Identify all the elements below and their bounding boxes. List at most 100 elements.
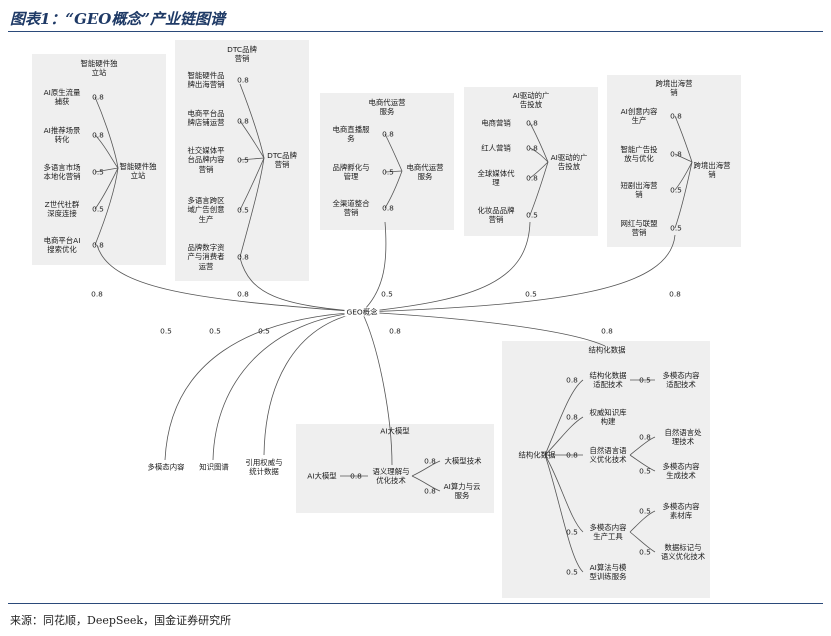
node-structured-mid-3: 自然语言语 义优化技术 xyxy=(589,445,627,464)
node-structured-subleaf-4: 多模态内容 素材库 xyxy=(662,501,700,520)
weight-label: 0.5 xyxy=(382,167,394,177)
node-smart-hardware-leaf-2: AI推荐场景 转化 xyxy=(43,125,81,144)
weight-label: 0.5 xyxy=(639,466,651,476)
weight-label: 0.5 xyxy=(209,326,221,336)
node-cross-border-hub: 跨境出海营 销 xyxy=(693,160,731,179)
node-ai-model-leaf-2: AI算力与云 服务 xyxy=(443,481,481,500)
node-smart-hardware-leaf-5: 电商平台AI 搜索优化 xyxy=(43,235,81,254)
node-structured-subleaf-2: 自然语言处 理技术 xyxy=(664,427,702,446)
weight-label: 0.5 xyxy=(160,326,172,336)
edge-root-ai-ads xyxy=(361,221,531,313)
group-box-ai-model xyxy=(296,424,494,513)
group-box-smart-hardware xyxy=(32,54,166,265)
node-dtc-hub: DTC品牌 营销 xyxy=(267,150,297,169)
weight-label: 0.8 xyxy=(92,92,104,102)
weight-label: 0.8 xyxy=(601,326,613,336)
node-knowledge-graph: 知识图谱 xyxy=(199,462,229,472)
group-title-smart-hardware: 智能硬件独 立站 xyxy=(80,58,118,77)
weight-label: 0.8 xyxy=(566,375,578,385)
node-structured-subleaf-3: 多模态内容 生成技术 xyxy=(662,461,700,480)
node-dtc-leaf-3: 社交媒体平 台品牌内容 营销 xyxy=(187,146,225,174)
node-ai-model-leaf-1: 大模型技术 xyxy=(444,456,482,466)
edge-root-dtc xyxy=(239,257,363,313)
node-structured-mid-5: AI算法与模 型训练服务 xyxy=(589,562,627,581)
weight-label: 0.5 xyxy=(639,375,651,385)
weight-label: 0.8 xyxy=(237,116,249,126)
node-ai-model-hub: AI大模型 xyxy=(307,471,337,481)
weight-label: 0.5 xyxy=(639,506,651,516)
weight-label: 0.5 xyxy=(566,527,578,537)
node-ai-model-mid: 语义理解与 优化技术 xyxy=(372,466,410,485)
weight-label: 0.8 xyxy=(526,173,538,183)
weight-label: 0.8 xyxy=(669,289,681,299)
weight-label: 0.8 xyxy=(237,252,249,262)
edge-root-knowledge xyxy=(212,311,363,461)
node-structured-subleaf-5: 数据标记与 语义优化技术 xyxy=(660,542,706,561)
weight-label: 0.8 xyxy=(382,129,394,139)
root-node: GEO概念 xyxy=(344,307,380,317)
group-title-structured: 结构化数据 xyxy=(588,345,626,355)
node-smart-hardware-hub: 智能硬件独 立站 xyxy=(119,161,157,180)
node-cross-border-leaf-1: AI创意内容 生产 xyxy=(620,106,658,125)
edge-root-ai-model xyxy=(361,311,393,466)
edge-root-mm-content xyxy=(164,311,363,461)
weight-label: 0.8 xyxy=(389,326,401,336)
node-cross-border-leaf-3: 短剧出海营 销 xyxy=(620,180,658,199)
weight-label: 0.5 xyxy=(639,547,651,557)
source-note: 来源：同花顺，DeepSeek，国金证券研究所 xyxy=(10,614,232,627)
weight-label: 0.8 xyxy=(92,130,104,140)
weight-label: 0.5 xyxy=(670,185,682,195)
weight-label: 0.5 xyxy=(237,155,249,165)
weight-label: 0.8 xyxy=(424,486,436,496)
node-smart-hardware-leaf-3: 多语言市场 本地化营销 xyxy=(43,162,81,181)
edge-root-smart-hardware xyxy=(96,244,363,313)
node-ecom-ops-leaf-3: 全渠道整合 营销 xyxy=(332,198,370,217)
weight-label: 0.8 xyxy=(424,456,436,466)
weight-label: 0.8 xyxy=(526,118,538,128)
group-title-cross-border: 跨境出海营 销 xyxy=(655,78,693,97)
top-rule xyxy=(8,31,823,32)
edge-root-ecom-ops xyxy=(361,221,387,313)
node-ai-ads-leaf-3: 全球媒体代 理 xyxy=(477,168,515,187)
node-dtc-leaf-2: 电商平台品 牌店铺运营 xyxy=(187,108,225,127)
weight-label: 0.5 xyxy=(237,205,249,215)
weight-label: 0.5 xyxy=(92,167,104,177)
edge-root-authority xyxy=(263,311,363,456)
node-ai-ads-leaf-2: 红人营销 xyxy=(481,143,511,153)
weight-label: 0.8 xyxy=(92,240,104,250)
weight-label: 0.5 xyxy=(526,210,538,220)
group-box-structured xyxy=(502,341,710,598)
node-cross-border-leaf-4: 网红与联盟 营销 xyxy=(620,218,658,237)
node-structured-mid-4: 多模态内容 生产工具 xyxy=(589,522,627,541)
node-dtc-leaf-5: 品牌数字资 产与消费者 运营 xyxy=(187,243,225,271)
node-ecom-ops-leaf-2: 品牌孵化与 管理 xyxy=(332,162,370,181)
node-smart-hardware-leaf-4: Z世代社群 深度连接 xyxy=(44,199,80,218)
node-structured-hub: 结构化数据 xyxy=(518,450,556,460)
group-box-ecom-ops xyxy=(320,93,454,230)
group-title-ai-model: AI大模型 xyxy=(380,426,410,436)
weight-label: 0.5 xyxy=(258,326,270,336)
node-authority-data: 引用权威与 统计数据 xyxy=(245,457,283,476)
weight-label: 0.8 xyxy=(237,289,249,299)
node-structured-mid-1: 结构化数据 适配技术 xyxy=(589,370,627,389)
weight-label: 0.5 xyxy=(92,204,104,214)
weight-label: 0.8 xyxy=(670,149,682,159)
edge-root-structured xyxy=(361,311,606,347)
weight-label: 0.5 xyxy=(670,223,682,233)
weight-label: 0.8 xyxy=(350,471,362,481)
bottom-rule xyxy=(8,603,823,604)
weight-label: 0.8 xyxy=(382,203,394,213)
weight-label: 0.8 xyxy=(526,143,538,153)
weight-label: 0.8 xyxy=(91,289,103,299)
node-ecom-ops-leaf-1: 电商直播服 务 xyxy=(332,124,370,143)
weight-label: 0.8 xyxy=(566,450,578,460)
node-dtc-leaf-1: 智能硬件品 牌出海营销 xyxy=(187,70,225,89)
weight-label: 0.5 xyxy=(381,289,393,299)
weight-label: 0.5 xyxy=(525,289,537,299)
node-ai-ads-hub: AI驱动的广 告投放 xyxy=(550,152,588,171)
group-box-dtc xyxy=(175,40,309,281)
node-ecom-ops-hub: 电商代运营 服务 xyxy=(406,162,444,181)
node-structured-mid-2: 权威知识库 构建 xyxy=(589,407,627,426)
group-title-dtc: DTC品牌 营销 xyxy=(227,44,257,63)
